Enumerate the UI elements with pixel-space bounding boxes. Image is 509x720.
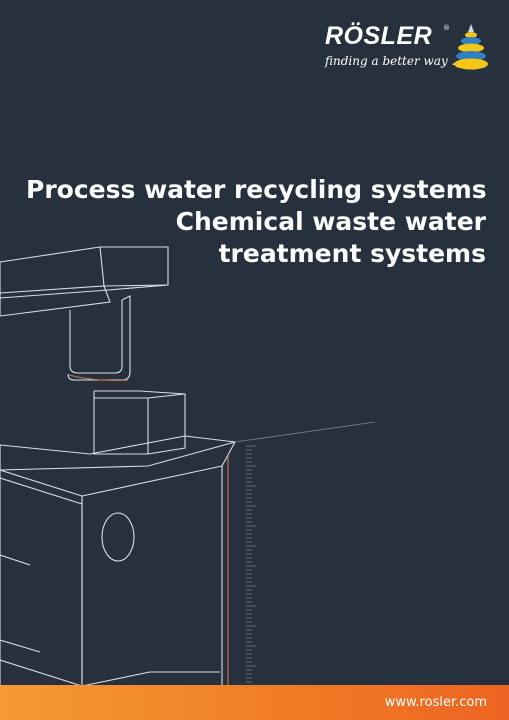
logo-wordmark: RÖSLER [325,22,433,50]
footer-bar: www.rosler.com [0,685,509,720]
registered-mark: ® [443,24,450,32]
logo-tagline: finding a better way ... [325,54,463,68]
headline-line-2: Chemical waste water [175,207,486,236]
rosler-spiral-icon [454,24,488,70]
machine-line-drawing [0,246,376,686]
website-link[interactable]: www.rosler.com [384,695,487,710]
cover-headline: Process water recycling systems Chemical… [26,174,487,270]
headline-line-3: treatment systems [218,239,486,268]
headline-line-1: Process water recycling systems [26,175,487,204]
rosler-logo[interactable]: RÖSLER ® finding a better way ... [325,16,495,76]
